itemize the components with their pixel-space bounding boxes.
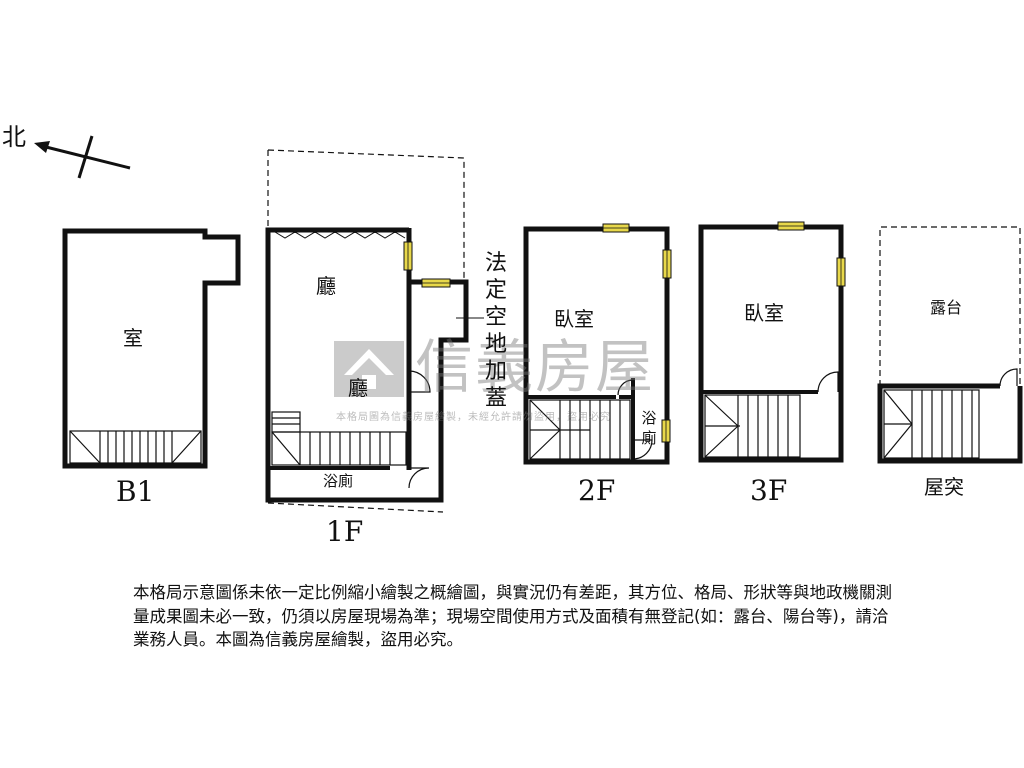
b1-room-label: 室: [123, 326, 143, 350]
f1-bath-label: 浴廁: [323, 472, 354, 490]
watermark-brand: 信義房屋: [415, 333, 656, 401]
f3-floor-label: 3F: [750, 474, 788, 507]
f1-side-note: 法定空地加蓋: [484, 251, 507, 411]
roof-stairs: [883, 389, 980, 459]
f1-hall-bottom-label: 廳: [348, 376, 368, 400]
watermark-subtext: 本格局圖為信義房屋繪製，未經允許請勿盜用，盜用必究: [336, 412, 611, 423]
floor-b1-plan: [62, 228, 241, 469]
brand-logo-icon: [334, 341, 404, 397]
roof-terrace-label: 露台: [930, 298, 963, 317]
f1-stairs: [271, 411, 407, 466]
f1-hall-top-label: 廳: [316, 274, 336, 298]
f2-bedroom-label: 臥室: [554, 307, 594, 331]
f1-floor-label: 1F: [326, 515, 364, 548]
b1-floor-label: B1: [116, 475, 155, 508]
north-arrow-icon: [34, 135, 131, 179]
f2-floor-label: 2F: [578, 474, 616, 507]
floor-2f-plan: [523, 223, 672, 465]
f2-bath-label: 浴廁: [641, 409, 657, 447]
compass-label: 北: [2, 123, 26, 151]
f3-stairs: [704, 394, 801, 458]
floor-roof-plan: [877, 226, 1023, 464]
f3-bedroom-label: 臥室: [744, 301, 784, 325]
roof-floor-label: 屋突: [924, 475, 964, 499]
disclaimer-text: 本格局示意圖係未依一定比例縮小繪製之概繪圖，與實況仍有差距，其方位、格局、形狀等…: [133, 583, 892, 649]
f2-stairs: [529, 399, 631, 460]
floor-1f-plan: [265, 149, 484, 513]
floor-3f-plan: [698, 221, 846, 463]
b1-stairs: [69, 430, 202, 464]
